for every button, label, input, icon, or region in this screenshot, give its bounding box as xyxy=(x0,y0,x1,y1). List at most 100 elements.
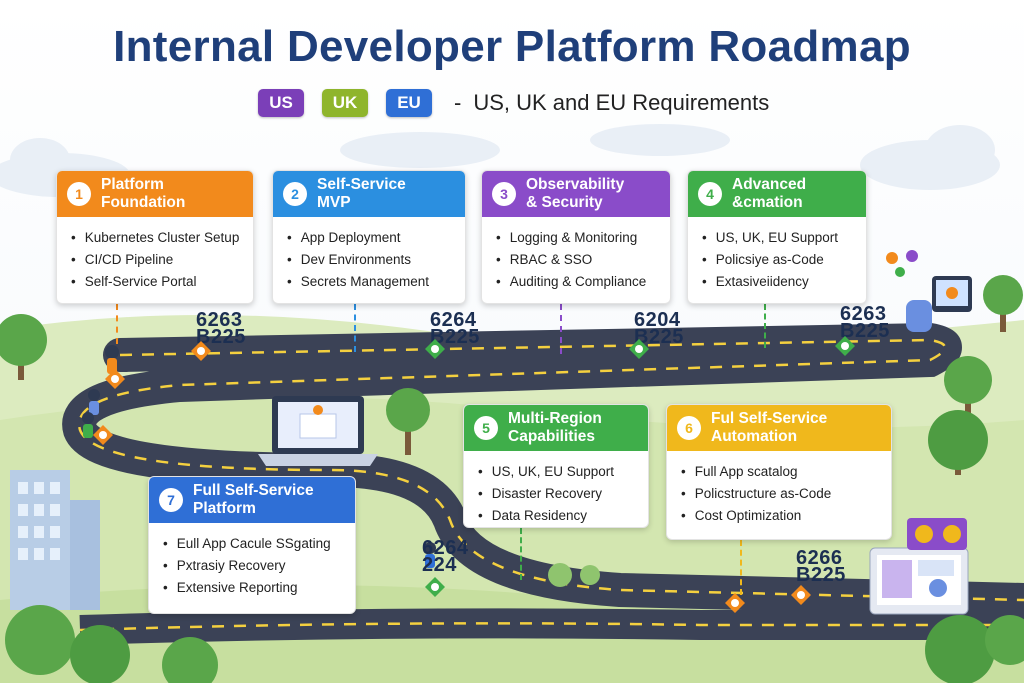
year-line1: 6263 xyxy=(196,309,243,331)
milestone-pin-icon xyxy=(93,425,113,445)
card-title-line2: Automation xyxy=(711,428,798,445)
year-line1: 6266 xyxy=(796,547,843,569)
card-title-line1: Platform xyxy=(101,176,164,193)
card-title: Multi-Region Capabilities xyxy=(508,410,602,446)
card-title: Ful Self-Service Automation xyxy=(711,410,827,446)
year-line1: 6204 xyxy=(634,309,681,331)
card-title-line1: Full Self-Service xyxy=(193,482,314,499)
card-body: Full App scatalog Policstructure as-Code… xyxy=(667,451,891,527)
card-item: US, UK, EU Support xyxy=(702,227,854,249)
card-item: Logging & Monitoring xyxy=(496,227,658,249)
region-legend: US UK EU - US, UK and EU Requirements xyxy=(258,88,769,118)
step-number-badge: 4 xyxy=(698,182,722,206)
connector-3 xyxy=(560,304,562,354)
card-body: Eull App Cacule SSgating Pxtrasiy Recove… xyxy=(149,523,355,599)
region-badge-eu: EU xyxy=(386,89,432,117)
timeline-year-label: 6263 B225 xyxy=(196,309,246,348)
step-number-badge: 3 xyxy=(492,182,516,206)
milestone-card-self-service-mvp[interactable]: 2 Self-Service MVP App Deployment Dev En… xyxy=(272,170,466,304)
connector-6 xyxy=(740,540,742,595)
milestone-pin-icon xyxy=(425,339,445,359)
milestone-pin-icon xyxy=(425,577,445,597)
region-badge-us: US xyxy=(258,89,304,117)
card-item: Secrets Management xyxy=(287,271,453,293)
card-body: US, UK, EU Support Policsiye as-Code Ext… xyxy=(688,217,866,293)
card-title: Platform Foundation xyxy=(101,176,185,212)
subtitle: US, UK and EU Requirements xyxy=(473,90,770,115)
milestone-card-advanced-automation[interactable]: 4 Advanced &cmation US, UK, EU Support P… xyxy=(687,170,867,304)
card-item: Auditing & Compliance xyxy=(496,271,658,293)
milestone-card-observability-security[interactable]: 3 Observability & Security Logging & Mon… xyxy=(481,170,671,304)
card-header: 6 Ful Self-Service Automation xyxy=(667,405,891,451)
office-building xyxy=(10,470,100,610)
card-item: Dev Environments xyxy=(287,249,453,271)
roadmap-road xyxy=(62,322,1024,645)
card-header: 1 Platform Foundation xyxy=(57,171,253,217)
card-title-line1: Observability xyxy=(526,176,625,193)
milestone-pin-icon xyxy=(835,336,855,356)
milestone-pin-icon xyxy=(725,593,745,613)
card-title: Full Self-Service Platform xyxy=(193,482,314,518)
step-number-badge: 2 xyxy=(283,182,307,206)
region-badge-uk: UK xyxy=(322,89,368,117)
card-title-line2: MVP xyxy=(317,194,351,211)
connector-1 xyxy=(116,304,118,344)
card-title-line2: Foundation xyxy=(101,194,186,211)
card-item: CI/CD Pipeline xyxy=(71,249,241,271)
year-line2: B225 xyxy=(196,326,246,348)
card-item: Cost Optimization xyxy=(681,505,879,527)
laptop-illustration xyxy=(258,396,378,466)
card-title: Advanced &cmation xyxy=(732,176,806,212)
year-line1: 6264 xyxy=(422,537,469,559)
milestone-card-full-self-service-automation[interactable]: 6 Ful Self-Service Automation Full App s… xyxy=(666,404,892,540)
card-title-line1: Advanced xyxy=(732,176,807,193)
card-item: Disaster Recovery xyxy=(478,483,636,505)
card-item: Pxtrasiy Recovery xyxy=(163,555,343,577)
card-header: 2 Self-Service MVP xyxy=(273,171,465,217)
card-item: Eull App Cacule SSgating xyxy=(163,533,343,555)
card-header: 3 Observability & Security xyxy=(482,171,670,217)
card-title: Self-Service MVP xyxy=(317,176,406,212)
year-line2: B225 xyxy=(430,326,480,348)
step-number-badge: 5 xyxy=(474,416,498,440)
card-item: App Deployment xyxy=(287,227,453,249)
connector-4 xyxy=(764,304,766,348)
milestone-pin-icon xyxy=(629,339,649,359)
milestone-card-multi-region[interactable]: 5 Multi-Region Capabilities US, UK, EU S… xyxy=(463,404,649,528)
milestone-card-platform-foundation[interactable]: 1 Platform Foundation Kubernetes Cluster… xyxy=(56,170,254,304)
connector-2 xyxy=(354,304,356,352)
step-number-badge: 1 xyxy=(67,182,91,206)
card-item: Extasiveiidency xyxy=(702,271,854,293)
card-title-line1: Multi-Region xyxy=(508,410,602,427)
card-title: Observability & Security xyxy=(526,176,624,212)
card-body: Kubernetes Cluster Setup CI/CD Pipeline … xyxy=(57,217,253,293)
year-line2: B225 xyxy=(840,320,890,342)
step-number-badge: 6 xyxy=(677,416,701,440)
milestone-pin-icon xyxy=(191,341,211,361)
year-line1: 6264 xyxy=(430,309,477,331)
year-line2: 224 xyxy=(422,554,457,576)
card-item: Data Residency xyxy=(478,505,636,527)
card-body: US, UK, EU Support Disaster Recovery Dat… xyxy=(464,451,648,527)
card-header: 5 Multi-Region Capabilities xyxy=(464,405,648,451)
card-title-line1: Ful Self-Service xyxy=(711,410,828,427)
card-item: Self-Service Portal xyxy=(71,271,241,293)
timeline-year-label: 6263 B225 xyxy=(840,304,890,342)
timeline-year-label: 6264 B225 xyxy=(430,309,480,348)
card-item: RBAC & SSO xyxy=(496,249,658,271)
card-title-line1: Self-Service xyxy=(317,176,406,193)
page-title: Internal Developer Platform Roadmap xyxy=(113,22,911,71)
timeline-year-label: 6266 B225 xyxy=(796,547,846,585)
card-title-line2: &cmation xyxy=(732,194,803,211)
connector-5 xyxy=(520,528,522,580)
card-item: US, UK, EU Support xyxy=(478,461,636,483)
robot-illustration xyxy=(886,250,972,332)
card-item: Policsiye as-Code xyxy=(702,249,854,271)
card-body: Logging & Monitoring RBAC & SSO Auditing… xyxy=(482,217,670,293)
dashboard-tablet-illustration xyxy=(869,518,969,615)
milestone-card-full-self-service-platform[interactable]: 7 Full Self-Service Platform Eull App Ca… xyxy=(148,476,356,614)
subtitle-separator: - xyxy=(454,90,462,115)
milestone-pin-icon xyxy=(791,585,811,605)
card-title-line2: & Security xyxy=(526,194,603,211)
year-line2: B225 xyxy=(634,326,684,348)
